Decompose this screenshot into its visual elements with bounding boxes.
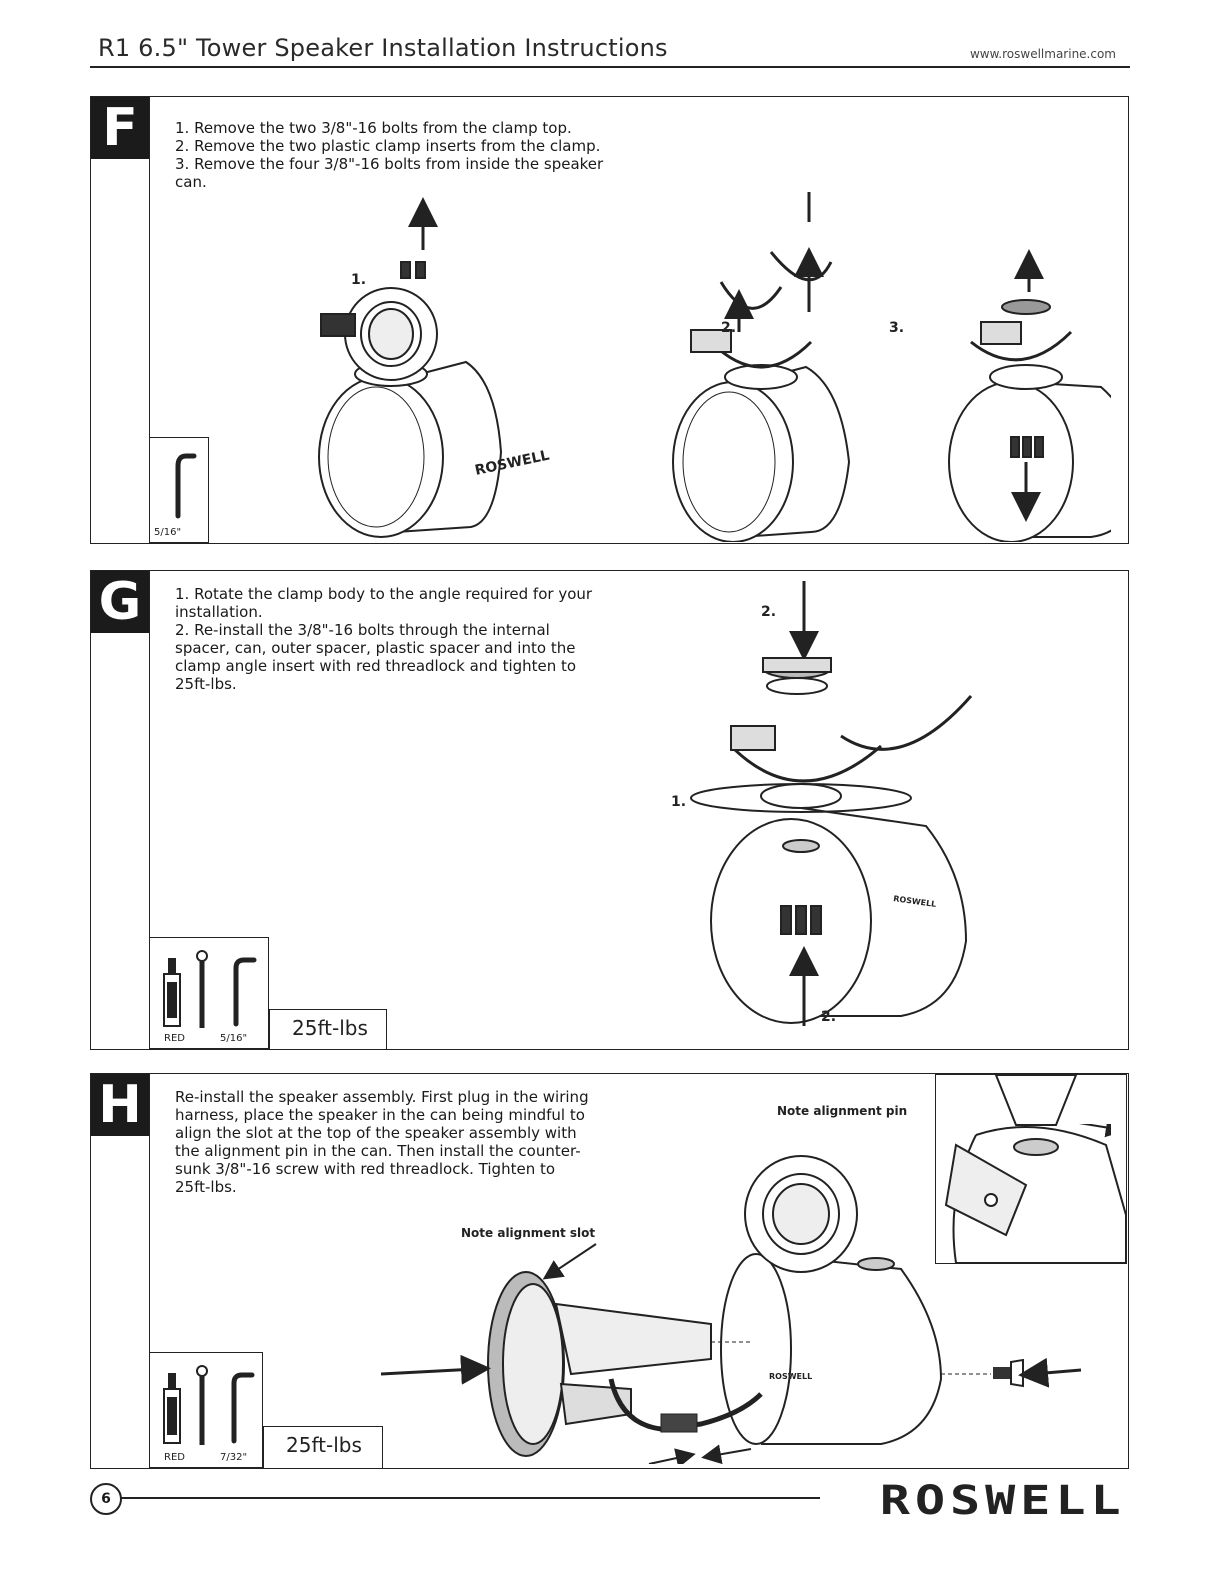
header-divider	[90, 66, 1130, 68]
page-title: R1 6.5" Tower Speaker Installation Instr…	[98, 34, 668, 62]
tools-box: RED 5/16"	[149, 937, 269, 1049]
figure-label: 2.	[821, 1009, 836, 1025]
brand-logo: ROSWELL	[880, 1478, 1126, 1524]
threadlock-bottle-icon	[163, 1373, 181, 1444]
torque-wrench-icon	[196, 1365, 208, 1445]
speaker-step-3	[948, 299, 1111, 542]
threadlock-label: RED	[164, 1452, 185, 1463]
section-side-rule	[149, 571, 150, 1049]
figure-label: 2.	[721, 320, 736, 336]
section-g: G 1. Rotate the clamp body to the angle …	[90, 570, 1129, 1050]
section-g-steps: 1. Rotate the clamp body to the angle re…	[175, 585, 592, 693]
section-f-illustration: ROSWELL 1. 2. 3.	[318, 192, 1111, 542]
speaker-can	[720, 1155, 943, 1445]
step-text: 1. Remove the two 3/8"-16 bolts from the…	[175, 119, 572, 137]
tools-box: RED 7/32"	[149, 1352, 263, 1468]
step-text: Re-install the speaker assembly. First p…	[175, 1088, 589, 1196]
step-text: 2. Re-install the 3/8"-16 bolts through …	[175, 621, 577, 693]
speaker-driver-assembly	[487, 1271, 712, 1457]
tools-box: 5/16"	[149, 437, 209, 543]
section-side-rule	[149, 1074, 150, 1468]
speaker-step-1	[318, 261, 503, 538]
threadlock-bottle-icon	[163, 958, 181, 1027]
page-number: 6	[90, 1483, 122, 1515]
hex-key-icon	[233, 957, 257, 1027]
section-f-steps: 1. Remove the two 3/8"-16 bolts from the…	[175, 119, 603, 191]
callout-alignment-slot: Note alignment slot	[461, 1226, 596, 1240]
hex-key-size: 5/16"	[220, 1033, 248, 1044]
section-h-illustration: ROSWELL	[380, 1124, 1111, 1464]
section-letter-g: G	[91, 571, 149, 633]
footer-rule	[120, 1497, 820, 1499]
callout-alignment-pin: Note alignment pin	[777, 1104, 908, 1118]
can-brand-text: ROSWELL	[769, 1372, 812, 1381]
website-url: www.roswellmarine.com	[969, 47, 1116, 61]
section-side-rule	[149, 97, 150, 543]
section-h: H Re-install the speaker assembly. First…	[90, 1073, 1129, 1469]
countersunk-screw	[993, 1358, 1024, 1388]
hex-key-size: 7/32"	[220, 1452, 248, 1463]
figure-label: 3.	[889, 320, 904, 336]
hex-key-icon	[231, 1372, 255, 1444]
step-text: 1. Rotate the clamp body to the angle re…	[175, 585, 593, 621]
threadlock-label: RED	[164, 1033, 185, 1044]
step-text: 3. Remove the four 3/8"-16 bolts from in…	[175, 155, 604, 191]
figure-label: 2.	[761, 604, 776, 620]
section-f: F 1. Remove the two 3/8"-16 bolts from t…	[90, 96, 1129, 544]
speaker-rotate	[710, 657, 973, 1024]
alignment-pin-detail-inset	[935, 1074, 1127, 1264]
section-letter-f: F	[91, 97, 149, 159]
torque-spec: 25ft-lbs	[269, 1009, 387, 1049]
hex-key-icon	[175, 453, 197, 519]
step-text: 2. Remove the two plastic clamp inserts …	[175, 137, 601, 155]
hex-key-size: 5/16"	[154, 527, 182, 538]
torque-spec: 25ft-lbs	[263, 1426, 383, 1468]
speaker-step-2	[672, 251, 851, 542]
section-letter-h: H	[91, 1074, 149, 1136]
figure-label: 1.	[671, 794, 686, 810]
section-g-illustration: 2. 1. ROSWELL 2.	[671, 581, 973, 1026]
section-h-steps: Re-install the speaker assembly. First p…	[175, 1088, 589, 1196]
figure-label: 1.	[351, 272, 366, 288]
torque-wrench-icon	[196, 950, 208, 1028]
